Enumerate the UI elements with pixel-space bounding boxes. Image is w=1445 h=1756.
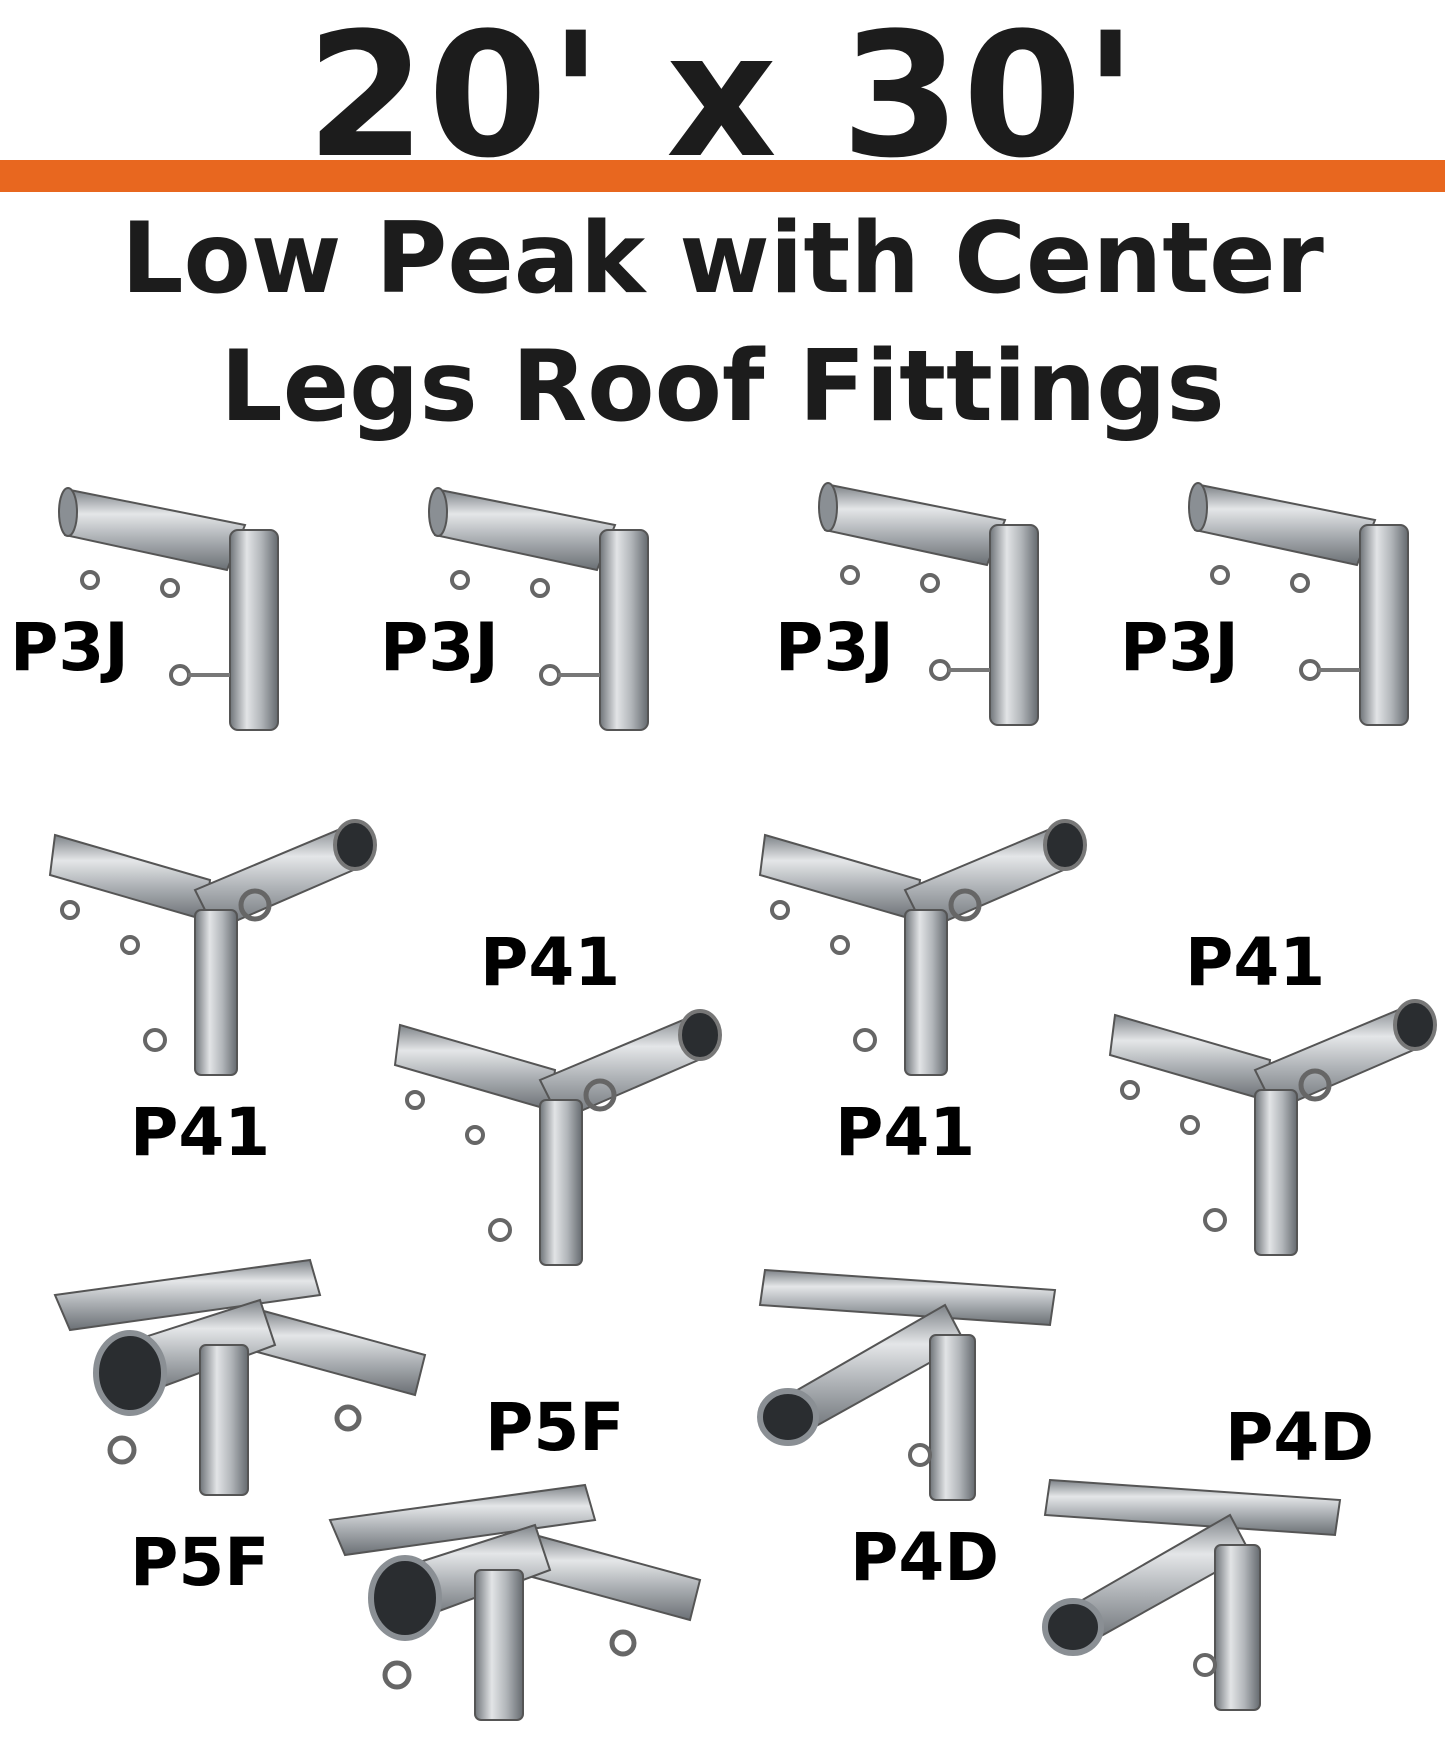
fitting-label: P41: [1185, 924, 1326, 1001]
y-fitting-icon: [48, 819, 377, 1076]
five-way-fitting-icon: [328, 1483, 702, 1721]
five-way-fitting-icon: [53, 1258, 427, 1496]
fitting-label: P5F: [485, 1389, 625, 1466]
elbow-fitting-icon: [818, 482, 1039, 726]
fitting-label: P41: [130, 1094, 271, 1171]
y-fitting-icon: [393, 1009, 722, 1266]
fitting-label: P3J: [380, 609, 499, 686]
four-way-fitting-icon: [757, 1268, 1057, 1501]
elbow-fitting-icon: [58, 487, 279, 731]
fitting-label: P3J: [10, 609, 129, 686]
page-title: 20' x 30': [306, 0, 1139, 196]
fitting-label: P4D: [1225, 1399, 1375, 1476]
four-way-fitting-icon: [1042, 1478, 1342, 1711]
fitting-label: P5F: [130, 1524, 270, 1601]
y-fitting-icon: [758, 819, 1087, 1076]
fitting-label: P3J: [1120, 609, 1239, 686]
subtitle-line-1: Low Peak with Center: [121, 202, 1324, 316]
y-fitting-icon: [1108, 999, 1437, 1256]
accent-divider: [0, 160, 1445, 192]
fitting-label: P3J: [775, 609, 894, 686]
elbow-fitting-icon: [428, 487, 649, 731]
elbow-fitting-icon: [1188, 482, 1409, 726]
fitting-label: P4D: [850, 1519, 1000, 1596]
subtitle-line-2: Legs Roof Fittings: [220, 330, 1225, 444]
fitting-label: P41: [480, 924, 621, 1001]
fitting-label: P41: [835, 1094, 976, 1171]
